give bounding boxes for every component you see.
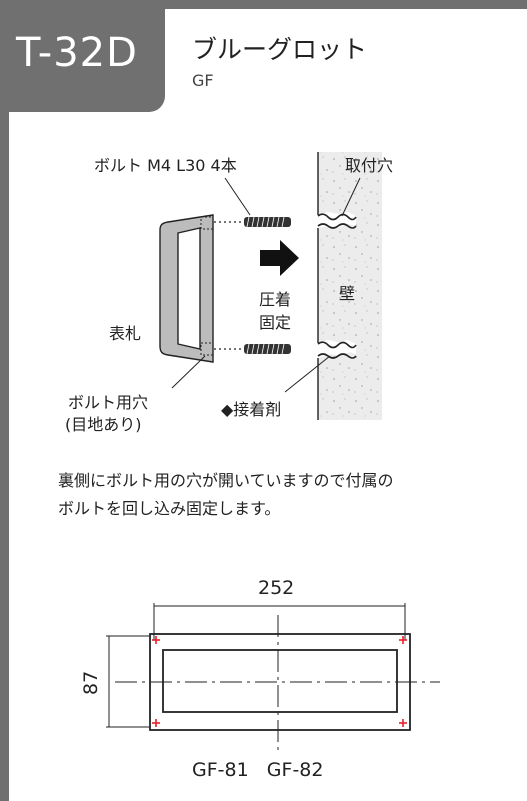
left-border bbox=[0, 0, 9, 801]
product-name: ブルーグロット bbox=[192, 35, 368, 64]
product-code-box: T-32D bbox=[0, 0, 165, 112]
bolt-upper bbox=[244, 216, 291, 228]
mounting-hole-label: 取付穴 bbox=[345, 156, 394, 175]
adhesive-upper-b bbox=[317, 223, 357, 229]
press-label-line1: 圧着 bbox=[259, 290, 292, 309]
product-code: T-32D bbox=[16, 30, 138, 76]
wall-label: 壁 bbox=[339, 284, 356, 303]
plate-inner-outline bbox=[162, 649, 398, 713]
press-label-line2: 固定 bbox=[259, 313, 292, 332]
bolt-hole-lower bbox=[200, 342, 214, 356]
adhesive-lower-b bbox=[317, 353, 357, 359]
model-numbers: GF-81 GF-82 bbox=[192, 759, 324, 781]
bolt-spec-label: ボルト M4 L30 4本 bbox=[94, 156, 237, 175]
hole-leader bbox=[341, 177, 361, 217]
bolt-lower bbox=[244, 343, 291, 355]
nameplate-label: 表札 bbox=[109, 324, 142, 343]
adhesive-leader bbox=[284, 355, 331, 393]
description-line2: ボルトを回し込み固定します。 bbox=[58, 499, 281, 518]
adhesive-lower bbox=[317, 341, 357, 349]
bolt-hole-label-line1: ボルト用穴 bbox=[68, 393, 149, 412]
bolt-hole-upper bbox=[200, 216, 214, 230]
adhesive-label: ◆接着剤 bbox=[221, 400, 282, 419]
push-arrow bbox=[260, 240, 299, 276]
wall bbox=[318, 152, 382, 420]
product-variant: GF bbox=[192, 71, 214, 90]
bolt-leader bbox=[224, 177, 251, 216]
top-border bbox=[0, 0, 527, 9]
adhesive-upper bbox=[317, 213, 357, 221]
height-dimension-value: 87 bbox=[80, 670, 102, 695]
description-line1: 裏側にボルト用の穴が開いていますので付属の bbox=[58, 471, 394, 490]
corner-marker bbox=[152, 636, 407, 727]
nameplate-profile bbox=[159, 214, 214, 363]
bolt-hole-leader bbox=[171, 355, 206, 389]
width-dimension-value: 252 bbox=[258, 577, 295, 599]
bolt-hole-label-line2: (目地あり) bbox=[65, 415, 142, 434]
